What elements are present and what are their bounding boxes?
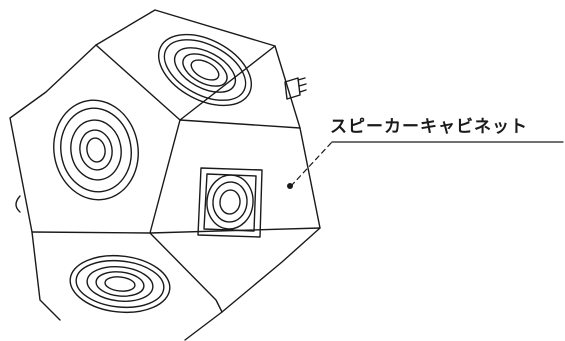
speaker-driver-center <box>197 167 263 238</box>
speaker-driver-bottom <box>69 254 171 314</box>
side-connector <box>284 77 307 100</box>
callout-leader-line <box>290 141 333 187</box>
callout-dot <box>287 183 293 189</box>
cabinet-panel-seams <box>31 44 321 313</box>
callout-label: スピーカーキャビネット <box>330 117 528 137</box>
speaker-driver-left <box>53 99 139 201</box>
speaker-driver-top <box>157 33 253 107</box>
side-nub <box>15 195 21 213</box>
